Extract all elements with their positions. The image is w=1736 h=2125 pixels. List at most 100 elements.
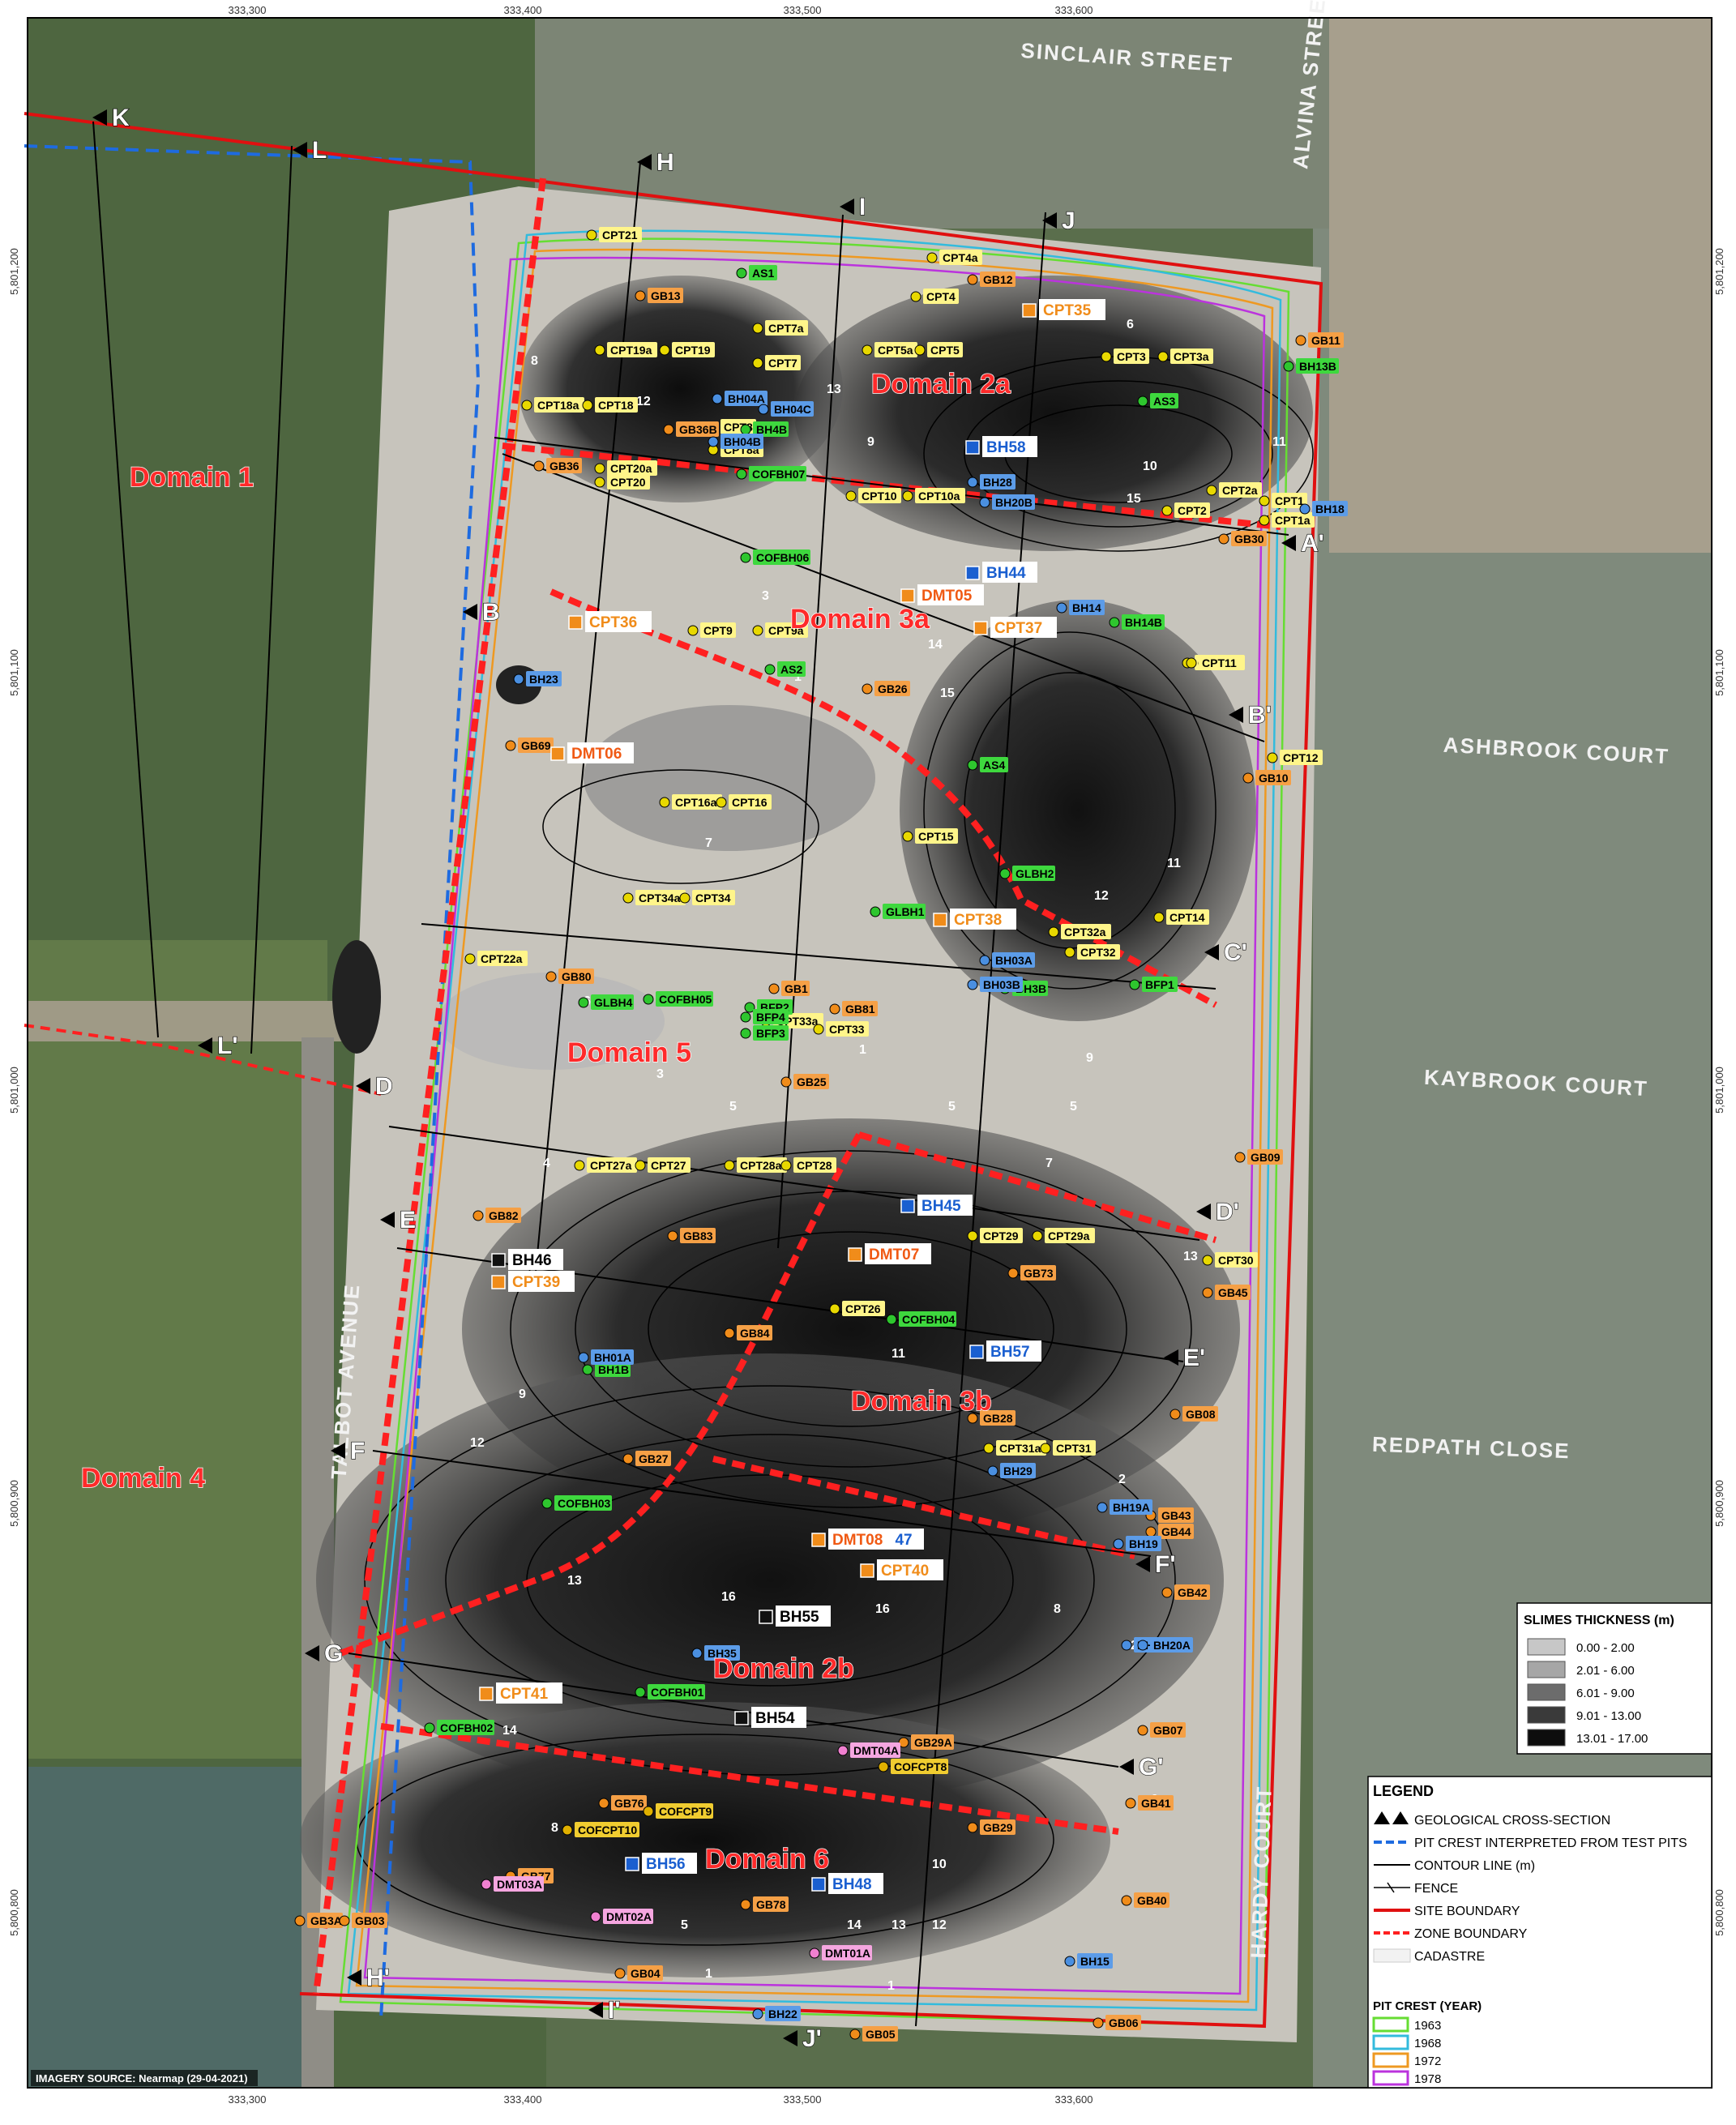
marker-label-bh45: BH45 xyxy=(921,1198,961,1215)
point-label-cpt7: CPT7 xyxy=(768,357,797,370)
point-as2: AS2 xyxy=(764,661,806,677)
point-label-bh1b: BH1B xyxy=(598,1363,629,1376)
point-label-cpt15: CPT15 xyxy=(918,830,954,843)
contour-label-21: 5 xyxy=(729,1100,737,1114)
marker-bh56: BH56 xyxy=(625,1853,697,1874)
section-ep: E' xyxy=(1164,1344,1206,1372)
road-hardy-court: HARDY COURT xyxy=(1246,1785,1276,1959)
point-label-gb44: GB44 xyxy=(1161,1525,1191,1538)
point-label-cofbh04: COFBH04 xyxy=(902,1313,956,1326)
point-cpt32a: CPT32a xyxy=(1048,924,1111,939)
point-label-gb28: GB28 xyxy=(983,1412,1013,1425)
section-k: K xyxy=(92,104,130,132)
point-label-dmt04a: DMT04A xyxy=(853,1744,899,1757)
point-label-cpt4a: CPT4a xyxy=(943,251,978,264)
point-cofcpt10: COFCPT10 xyxy=(562,1822,639,1837)
point-label-bh14: BH14 xyxy=(1072,601,1101,614)
point-cpt9: CPT9 xyxy=(687,622,736,638)
point-cpt27a: CPT27a xyxy=(574,1157,637,1173)
point-label-cpt1: CPT1 xyxy=(1275,494,1304,507)
section-label-hp: H' xyxy=(366,1965,390,1991)
domain-domain-3a: Domain 3a xyxy=(790,604,930,635)
point-label-bh04c: BH04C xyxy=(774,403,811,416)
marker-label-cpt39: CPT39 xyxy=(512,1274,560,1291)
contour-label-19: 1 xyxy=(859,1043,866,1057)
contour-label-3: 11 xyxy=(1272,435,1286,449)
point-label-gb82: GB82 xyxy=(489,1209,519,1222)
point-cpt21: CPT21 xyxy=(586,227,642,242)
section-fp: F' xyxy=(1135,1550,1176,1579)
point-gb43: GB43 xyxy=(1145,1507,1194,1523)
point-bh03a: BH03A xyxy=(979,952,1035,968)
point-label-cofbh05: COFBH05 xyxy=(659,993,712,1006)
point-gb10: GB10 xyxy=(1242,770,1291,785)
point-label-cpt11: CPT11 xyxy=(1202,656,1237,669)
point-label-gb13: GB13 xyxy=(651,289,681,302)
point-label-gb36: GB36 xyxy=(549,460,579,472)
point-label-gb36b: GB36B xyxy=(679,423,717,436)
point-label-bh20b: BH20B xyxy=(995,496,1033,509)
point-cpt2a: CPT2a xyxy=(1206,482,1262,498)
coord-right-4: 5,800,800 xyxy=(1713,1889,1725,1936)
point-cpt18a: CPT18a xyxy=(521,397,584,413)
point-gb3a: GB3A xyxy=(294,1913,343,1928)
marker-label-bh55: BH55 xyxy=(780,1609,819,1626)
point-label-cpt20: CPT20 xyxy=(610,476,646,489)
point-label-cpt14: CPT14 xyxy=(1169,911,1205,924)
point-gb09: GB09 xyxy=(1234,1149,1283,1165)
contour-label-41: 1 xyxy=(705,1967,712,1981)
slimes-class-4: 13.01 - 17.00 xyxy=(1576,1732,1648,1746)
point-cpt15: CPT15 xyxy=(902,828,958,844)
point-cpt27: CPT27 xyxy=(635,1157,691,1173)
point-gb12: GB12 xyxy=(967,272,1016,287)
marker-cpt38: CPT38 xyxy=(933,909,1016,930)
point-label-gb06: GB06 xyxy=(1109,2016,1139,2029)
point-cofcpt9: COFCPT9 xyxy=(643,1803,713,1819)
section-label-lp: L' xyxy=(217,1033,237,1059)
point-gb44: GB44 xyxy=(1145,1524,1194,1539)
point-label-gb12: GB12 xyxy=(983,273,1013,286)
point-gb27: GB27 xyxy=(622,1451,671,1466)
section-i: I xyxy=(840,193,866,221)
pit-crest-title: PIT CREST (YEAR) xyxy=(1373,1999,1482,2013)
legend-item-2: CONTOUR LINE (m) xyxy=(1414,1859,1535,1873)
point-label-bfp3: BFP3 xyxy=(756,1027,785,1040)
marker-bh48: BH48 xyxy=(811,1873,883,1894)
point-label-as1: AS1 xyxy=(752,267,774,280)
imagery-source-bg xyxy=(31,2070,258,2086)
point-as4: AS4 xyxy=(967,757,1008,772)
point-label-bh15: BH15 xyxy=(1080,1955,1110,1968)
point-as1: AS1 xyxy=(736,265,777,280)
section-ip: I' xyxy=(588,1996,621,2025)
coord-left-3: 5,800,900 xyxy=(8,1480,20,1527)
contour-label-33: 14 xyxy=(502,1724,517,1738)
point-label-gb10: GB10 xyxy=(1259,772,1289,785)
contour-label-10: 3 xyxy=(762,589,769,603)
point-label-cpt29: CPT29 xyxy=(983,1229,1019,1242)
marker-bh46: BH46 xyxy=(491,1249,563,1270)
point-label-cpt31: CPT31 xyxy=(1056,1442,1092,1455)
contour-label-11: 1 xyxy=(794,670,802,684)
section-d: D xyxy=(356,1072,393,1101)
point-label-gb07: GB07 xyxy=(1153,1724,1183,1737)
point-label-gb41: GB41 xyxy=(1141,1797,1171,1810)
point-bh28: BH28 xyxy=(967,474,1016,490)
legend-symbol-0 xyxy=(1374,1811,1409,1824)
point-label-bh35: BH35 xyxy=(708,1647,737,1660)
section-label-ep: E' xyxy=(1183,1345,1205,1371)
point-gb40: GB40 xyxy=(1121,1892,1169,1908)
marker-cpt40: CPT40 xyxy=(860,1559,943,1580)
domain-domain-2a: Domain 2a xyxy=(871,369,1011,400)
coord-top-2: 333,500 xyxy=(784,4,822,16)
point-bfp3: BFP3 xyxy=(740,1025,789,1041)
point-cpt9a: CPT9a xyxy=(752,622,808,638)
point-bh1b: BH1B xyxy=(582,1362,631,1377)
point-bh20b: BH20B xyxy=(979,494,1035,510)
imagery-source: IMAGERY SOURCE: Nearmap (29-04-2021) xyxy=(36,2072,248,2084)
coord-left-4: 5,800,800 xyxy=(8,1889,20,1936)
marker-label-dmt06: DMT06 xyxy=(571,746,622,763)
coord-right-2: 5,801,000 xyxy=(1713,1067,1725,1114)
marker-bh58: BH58 xyxy=(965,436,1037,457)
point-gb03: GB03 xyxy=(339,1913,387,1928)
marker-label-cpt37: CPT37 xyxy=(994,620,1042,637)
